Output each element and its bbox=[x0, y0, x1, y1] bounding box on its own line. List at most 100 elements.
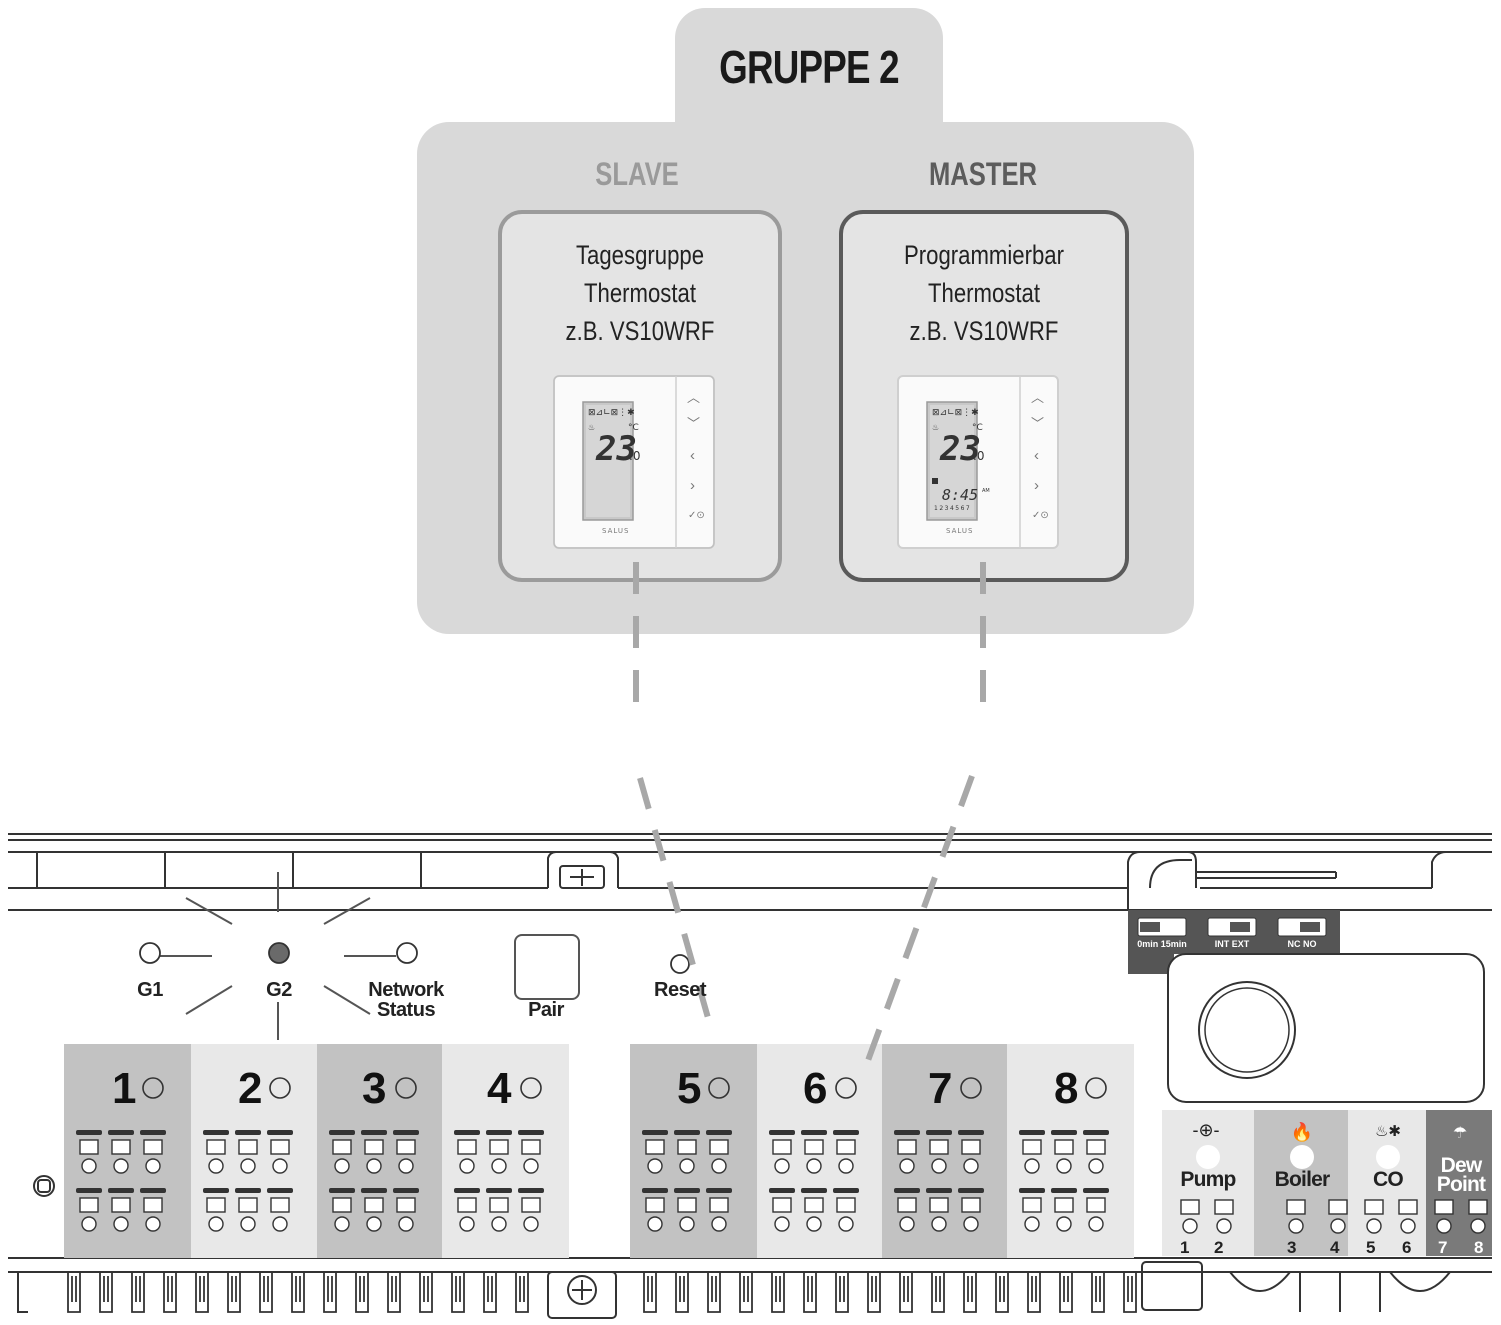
terminal-screw[interactable] bbox=[113, 1158, 129, 1174]
terminal-slot[interactable] bbox=[1054, 1197, 1074, 1213]
terminal-screw[interactable] bbox=[647, 1216, 663, 1232]
terminal-screw[interactable] bbox=[398, 1216, 414, 1232]
terminal-screw[interactable] bbox=[523, 1158, 539, 1174]
terminal-screw[interactable] bbox=[113, 1216, 129, 1232]
terminal-screw[interactable] bbox=[711, 1158, 727, 1174]
terminal-screw[interactable] bbox=[208, 1158, 224, 1174]
terminal-screw[interactable] bbox=[1056, 1216, 1072, 1232]
terminal-screw[interactable] bbox=[459, 1216, 475, 1232]
terminal-screw[interactable] bbox=[774, 1158, 790, 1174]
terminal-slot[interactable] bbox=[772, 1197, 792, 1213]
terminal-slot[interactable] bbox=[645, 1197, 665, 1213]
terminal-screw[interactable] bbox=[523, 1216, 539, 1232]
terminal-screw[interactable] bbox=[931, 1216, 947, 1232]
dial-knob[interactable] bbox=[1198, 981, 1296, 1079]
function-terminal-screw[interactable] bbox=[1400, 1218, 1416, 1234]
terminal-slot[interactable] bbox=[961, 1139, 981, 1155]
terminal-slot[interactable] bbox=[396, 1139, 416, 1155]
terminal-screw[interactable] bbox=[838, 1158, 854, 1174]
function-terminal-slot[interactable] bbox=[1434, 1199, 1454, 1215]
terminal-slot[interactable] bbox=[897, 1197, 917, 1213]
terminal-slot[interactable] bbox=[677, 1139, 697, 1155]
terminal-slot[interactable] bbox=[521, 1197, 541, 1213]
function-terminal-slot[interactable] bbox=[1286, 1199, 1306, 1215]
pair-button[interactable] bbox=[514, 934, 580, 1000]
terminal-screw[interactable] bbox=[240, 1216, 256, 1232]
terminal-screw[interactable] bbox=[711, 1216, 727, 1232]
function-terminal-screw[interactable] bbox=[1216, 1218, 1232, 1234]
terminal-screw[interactable] bbox=[366, 1158, 382, 1174]
terminal-slot[interactable] bbox=[143, 1197, 163, 1213]
terminal-screw[interactable] bbox=[774, 1216, 790, 1232]
terminal-slot[interactable] bbox=[804, 1197, 824, 1213]
terminal-screw[interactable] bbox=[240, 1158, 256, 1174]
terminal-slot[interactable] bbox=[1086, 1197, 1106, 1213]
terminal-slot[interactable] bbox=[1022, 1197, 1042, 1213]
terminal-screw[interactable] bbox=[81, 1158, 97, 1174]
terminal-slot[interactable] bbox=[961, 1197, 981, 1213]
terminal-slot[interactable] bbox=[79, 1139, 99, 1155]
terminal-slot[interactable] bbox=[206, 1139, 226, 1155]
terminal-slot[interactable] bbox=[677, 1197, 697, 1213]
terminal-screw[interactable] bbox=[647, 1158, 663, 1174]
function-terminal-screw[interactable] bbox=[1436, 1218, 1452, 1234]
terminal-slot[interactable] bbox=[521, 1139, 541, 1155]
reset-button[interactable] bbox=[670, 954, 690, 974]
terminal-screw[interactable] bbox=[899, 1158, 915, 1174]
terminal-slot[interactable] bbox=[489, 1197, 509, 1213]
terminal-slot[interactable] bbox=[364, 1197, 384, 1213]
terminal-screw[interactable] bbox=[1056, 1158, 1072, 1174]
terminal-screw[interactable] bbox=[1024, 1158, 1040, 1174]
terminal-slot[interactable] bbox=[396, 1197, 416, 1213]
terminal-screw[interactable] bbox=[806, 1158, 822, 1174]
terminal-screw[interactable] bbox=[491, 1158, 507, 1174]
terminal-slot[interactable] bbox=[270, 1139, 290, 1155]
terminal-slot[interactable] bbox=[1022, 1139, 1042, 1155]
terminal-screw[interactable] bbox=[963, 1216, 979, 1232]
terminal-slot[interactable] bbox=[836, 1197, 856, 1213]
function-terminal-slot[interactable] bbox=[1328, 1199, 1348, 1215]
terminal-slot[interactable] bbox=[457, 1139, 477, 1155]
terminal-screw[interactable] bbox=[398, 1158, 414, 1174]
function-terminal-slot[interactable] bbox=[1398, 1199, 1418, 1215]
terminal-slot[interactable] bbox=[332, 1139, 352, 1155]
terminal-screw[interactable] bbox=[1024, 1216, 1040, 1232]
terminal-screw[interactable] bbox=[272, 1216, 288, 1232]
terminal-screw[interactable] bbox=[1088, 1158, 1104, 1174]
terminal-slot[interactable] bbox=[270, 1197, 290, 1213]
terminal-screw[interactable] bbox=[208, 1216, 224, 1232]
terminal-slot[interactable] bbox=[206, 1197, 226, 1213]
terminal-slot[interactable] bbox=[364, 1139, 384, 1155]
terminal-screw[interactable] bbox=[334, 1158, 350, 1174]
function-terminal-screw[interactable] bbox=[1330, 1218, 1346, 1234]
terminal-slot[interactable] bbox=[709, 1197, 729, 1213]
function-terminal-slot[interactable] bbox=[1468, 1199, 1488, 1215]
terminal-slot[interactable] bbox=[929, 1139, 949, 1155]
terminal-slot[interactable] bbox=[897, 1139, 917, 1155]
terminal-screw[interactable] bbox=[1088, 1216, 1104, 1232]
function-terminal-screw[interactable] bbox=[1366, 1218, 1382, 1234]
terminal-slot[interactable] bbox=[111, 1139, 131, 1155]
terminal-screw[interactable] bbox=[806, 1216, 822, 1232]
terminal-slot[interactable] bbox=[457, 1197, 477, 1213]
function-terminal-slot[interactable] bbox=[1180, 1199, 1200, 1215]
terminal-screw[interactable] bbox=[963, 1158, 979, 1174]
terminal-screw[interactable] bbox=[679, 1158, 695, 1174]
terminal-slot[interactable] bbox=[489, 1139, 509, 1155]
terminal-screw[interactable] bbox=[931, 1158, 947, 1174]
terminal-slot[interactable] bbox=[79, 1197, 99, 1213]
terminal-slot[interactable] bbox=[645, 1139, 665, 1155]
function-terminal-slot[interactable] bbox=[1364, 1199, 1384, 1215]
terminal-slot[interactable] bbox=[111, 1197, 131, 1213]
terminal-slot[interactable] bbox=[332, 1197, 352, 1213]
terminal-screw[interactable] bbox=[899, 1216, 915, 1232]
terminal-screw[interactable] bbox=[334, 1216, 350, 1232]
terminal-slot[interactable] bbox=[836, 1139, 856, 1155]
terminal-screw[interactable] bbox=[81, 1216, 97, 1232]
terminal-slot[interactable] bbox=[1086, 1139, 1106, 1155]
terminal-screw[interactable] bbox=[491, 1216, 507, 1232]
terminal-slot[interactable] bbox=[929, 1197, 949, 1213]
function-terminal-screw[interactable] bbox=[1182, 1218, 1198, 1234]
terminal-slot[interactable] bbox=[1054, 1139, 1074, 1155]
function-terminal-screw[interactable] bbox=[1288, 1218, 1304, 1234]
